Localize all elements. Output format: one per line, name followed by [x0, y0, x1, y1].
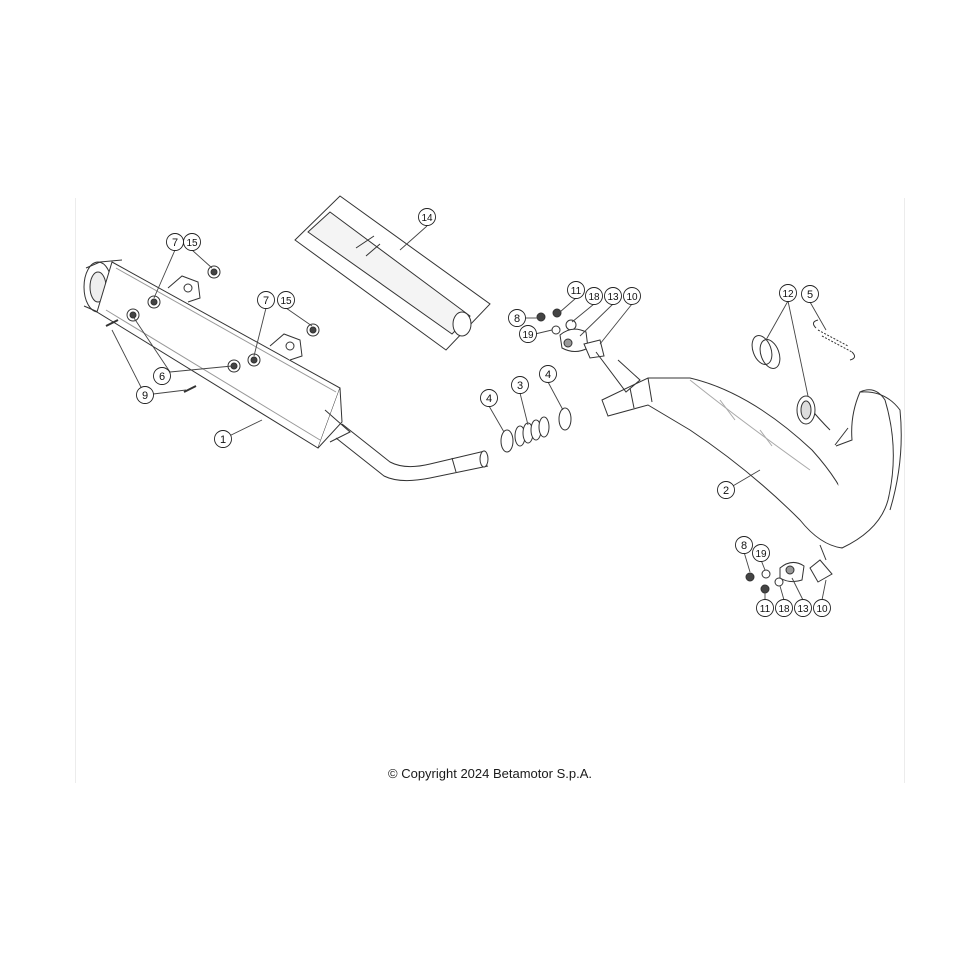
- callout-label: 7: [263, 295, 269, 307]
- callout-10-clip: 10: [623, 287, 641, 305]
- callout-label: 15: [280, 296, 292, 307]
- callout-circle: [153, 367, 171, 385]
- callout-8-bolt: 8: [508, 309, 526, 327]
- callout-circle: [480, 389, 498, 407]
- muffler-drawing: [83, 259, 489, 482]
- callout-circle: [519, 325, 537, 343]
- callout-4-o-ring: 4: [480, 389, 498, 407]
- callout-label: 13: [607, 292, 619, 303]
- callout-label: 6: [159, 371, 165, 383]
- callout-circle: [735, 536, 753, 554]
- callout-label: 10: [816, 604, 828, 615]
- callout-19-washer: 19: [519, 325, 537, 343]
- callout-label: 9: [142, 390, 148, 402]
- callout-4-o-ring: 4: [539, 365, 557, 383]
- callout-circle: [717, 481, 735, 499]
- callout-14-silencer-packing: 14: [418, 208, 436, 226]
- callout-label: 12: [782, 289, 794, 300]
- callout-circle: [604, 287, 622, 305]
- callout-circle: [801, 285, 819, 303]
- callout-label: 19: [522, 330, 534, 341]
- upper-bracket-hardware: [536, 308, 641, 393]
- callout-label: 10: [626, 292, 638, 303]
- callout-9-bolt: 9: [136, 386, 154, 404]
- callout-11-nut: 11: [567, 281, 585, 299]
- callout-circle: [779, 284, 797, 302]
- callout-2-exhaust-pipe: 2: [717, 481, 735, 499]
- callout-5-spring: 5: [801, 285, 819, 303]
- callout-circle: [567, 281, 585, 299]
- callout-label: 7: [172, 237, 178, 249]
- callout-label: 1: [220, 434, 226, 446]
- callout-circle: [585, 287, 603, 305]
- callout-circle: [623, 287, 641, 305]
- o-rings-and-spring: [751, 319, 856, 369]
- callout-circle: [511, 376, 529, 394]
- callout-label: 5: [807, 289, 813, 301]
- callout-label: 11: [571, 286, 582, 297]
- leader-lines: [111, 225, 827, 601]
- callout-label: 11: [760, 604, 771, 615]
- callout-circle: [418, 208, 436, 226]
- callout-circle: [775, 599, 793, 617]
- callout-label: 15: [186, 238, 198, 249]
- callout-circle: [539, 365, 557, 383]
- callout-circle: [136, 386, 154, 404]
- lower-bracket-hardware: [745, 559, 833, 594]
- callout-label: 13: [797, 604, 809, 615]
- callout-label: 4: [545, 369, 551, 381]
- callout-12-o-ring-pair: 12: [779, 284, 797, 302]
- callout-label: 18: [588, 292, 600, 303]
- frame-right-edge: [904, 198, 905, 783]
- callout-18-washer: 18: [775, 599, 793, 617]
- callout-13-bracket: 13: [604, 287, 622, 305]
- callout-circle: [183, 233, 201, 251]
- callout-circle: [813, 599, 831, 617]
- callout-circle: [214, 430, 232, 448]
- callout-label: 14: [421, 213, 433, 224]
- callout-7-spacer: 7: [166, 233, 184, 251]
- callout-label: 8: [514, 313, 520, 325]
- callout-11-nut: 11: [756, 599, 774, 617]
- coupling-drawing: [500, 407, 572, 453]
- callout-6-rubber-grommet: 6: [153, 367, 171, 385]
- silencer-packing-drawing: [294, 195, 491, 351]
- callout-15-nut: 15: [277, 291, 295, 309]
- callout-label: 2: [723, 485, 729, 497]
- callout-label: 8: [741, 540, 747, 552]
- callout-7-spacer: 7: [257, 291, 275, 309]
- callout-circle: [257, 291, 275, 309]
- callout-circle: [752, 544, 770, 562]
- callout-15-nut: 15: [183, 233, 201, 251]
- callout-circle: [756, 599, 774, 617]
- callout-1-muffler: 1: [214, 430, 232, 448]
- callout-circle: [794, 599, 812, 617]
- exhaust-pipe-drawing: [601, 377, 902, 561]
- callout-label: 4: [486, 393, 492, 405]
- frame-left-edge: [75, 198, 76, 783]
- muffler-hardware: [105, 265, 320, 393]
- callout-3-exhaust-gasket: 3: [511, 376, 529, 394]
- callout-label: 3: [517, 380, 523, 392]
- callout-13-bracket: 13: [794, 599, 812, 617]
- callout-circle: [277, 291, 295, 309]
- callout-19-washer: 19: [752, 544, 770, 562]
- copyright-notice: © Copyright 2024 Betamotor S.p.A.: [388, 766, 592, 781]
- callout-label: 19: [755, 549, 767, 560]
- callout-8-bolt: 8: [735, 536, 753, 554]
- callout-18-washer: 18: [585, 287, 603, 305]
- callout-label: 18: [778, 604, 790, 615]
- callout-circle: [508, 309, 526, 327]
- callout-10-clip: 10: [813, 599, 831, 617]
